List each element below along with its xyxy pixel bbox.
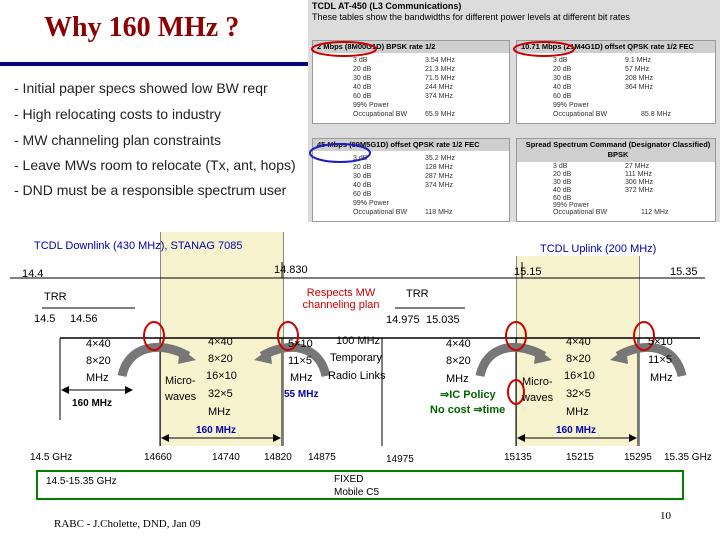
page-number: 10 <box>660 510 671 522</box>
mw2-11x5: 11×5 <box>648 354 672 366</box>
mw1-5x10: 5×10 <box>288 338 313 350</box>
freq-bottom: 14875 <box>308 452 336 463</box>
mw2-8x20: 8×20 <box>566 353 591 365</box>
mw1-32x5: 32×5 <box>208 388 233 400</box>
trr-left: TRR <box>44 291 67 303</box>
waves-label-2: waves <box>522 392 553 404</box>
mw2-5x10: 5×10 <box>648 336 673 348</box>
freq-bottom: 15135 <box>504 452 532 463</box>
left-4x40: 4×40 <box>86 338 111 350</box>
freq-14-56: 14.56 <box>70 313 98 325</box>
mw1-4x40: 4×40 <box>208 336 233 348</box>
highlight-10mbps <box>514 42 574 56</box>
temporary-radio-links: Radio Links <box>328 370 385 382</box>
ic-no-cost: No cost ⇒time <box>430 403 505 416</box>
mw1-16x10: 16×10 <box>206 370 237 382</box>
freq-14-5: 14.5 <box>34 313 55 325</box>
mw2-4x40: 4×40 <box>566 336 591 348</box>
waves-label-1: waves <box>165 391 196 403</box>
uplink-label: TCDL Uplink (200 MHz) <box>540 243 656 255</box>
highlight-2mbps <box>312 42 376 56</box>
right-160-mhz: 160 MHz <box>556 425 596 436</box>
mid-160-mhz: 160 MHz <box>196 425 236 436</box>
freq-14-830: 14.830 <box>274 264 308 276</box>
relocate-arrow-left-1 <box>122 347 188 376</box>
freq-bottom: 14820 <box>264 452 292 463</box>
mw1-right-mhz: MHz <box>290 372 313 384</box>
freq-15-15: 15.15 <box>514 266 542 278</box>
respects-mw-label: Respects MW channeling plan <box>296 287 386 311</box>
footer-credit: RABC - J.Cholette, DND, Jan 09 <box>54 518 201 530</box>
ic-policy: ⇒IC Policy <box>440 388 496 401</box>
freq-14-4: 14.4 <box>22 268 43 280</box>
left-160-mhz: 160 MHz <box>72 398 112 409</box>
freq-15-35: 15.35 <box>670 266 698 278</box>
freq-bottom: 14975 <box>386 454 414 465</box>
temporary-100mhz: 100 MHz <box>336 335 380 347</box>
freq-bottom: 14.5 GHz <box>30 452 72 463</box>
left-8x20: 8×20 <box>86 355 111 367</box>
trr-right: TRR <box>406 288 429 300</box>
left-mhz: MHz <box>86 372 109 384</box>
mw2-mhz: MHz <box>566 406 589 418</box>
ic-8x20: 8×20 <box>446 355 471 367</box>
freq-15-035: 15.035 <box>426 314 460 326</box>
mw1-mhz: MHz <box>208 406 231 418</box>
freq-bottom: 14660 <box>144 452 172 463</box>
mw2-right-mhz: MHz <box>650 372 673 384</box>
freq-14-975: 14.975 <box>386 314 420 326</box>
mw1-8x20: 8×20 <box>208 353 233 365</box>
ic-4x40: 4×40 <box>446 338 471 350</box>
freq-bottom: 15295 <box>624 452 652 463</box>
micro-label-2: Micro- <box>522 376 553 388</box>
mw1-11x5: 11×5 <box>288 355 312 367</box>
highlight-45mbps <box>310 144 370 162</box>
freq-bottom: 15215 <box>566 452 594 463</box>
mw2-16x10: 16×10 <box>564 370 595 382</box>
mobile-c5-label: Mobile C5 <box>334 487 379 498</box>
mw2-32x5: 32×5 <box>566 388 591 400</box>
fixed-label: FIXED <box>334 474 363 485</box>
temporary-label: Temporary <box>330 352 382 364</box>
freq-bottom: 15.35 GHz <box>664 452 712 463</box>
micro-label-1: Micro- <box>165 375 196 387</box>
ic-mhz: MHz <box>446 373 469 385</box>
freq-bottom: 14740 <box>212 452 240 463</box>
mw1-55-mhz: 55 MHz <box>284 389 318 400</box>
downlink-label: TCDL Downlink (430 MHz), STANAG 7085 <box>34 240 242 252</box>
range-label: 14.5-15.35 GHz <box>46 476 117 487</box>
